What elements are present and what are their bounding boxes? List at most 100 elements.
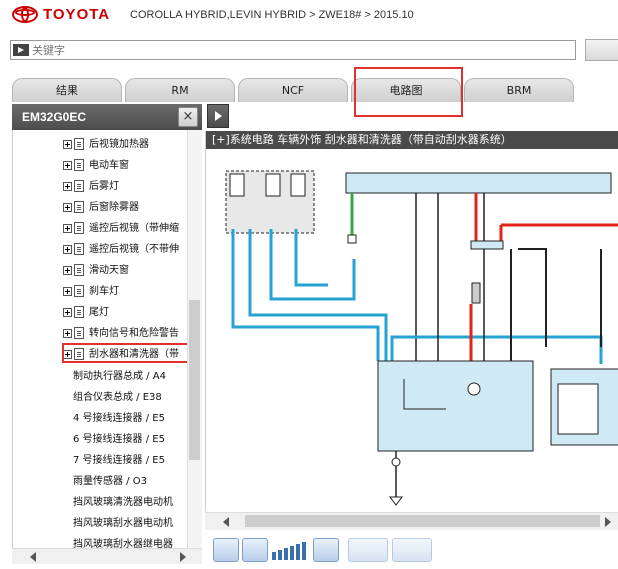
tab-results[interactable]: 结果	[12, 78, 122, 102]
tree-item[interactable]: 电动车窗	[63, 157, 202, 175]
expand-icon[interactable]	[63, 308, 72, 317]
ground-icon	[389, 496, 403, 506]
wire-blue	[231, 229, 380, 361]
expand-icon[interactable]	[63, 161, 72, 170]
tree-item[interactable]: 后雾灯	[63, 178, 202, 196]
expand-icon[interactable]	[63, 203, 72, 212]
search-row	[0, 36, 618, 66]
fuse-icon	[229, 173, 245, 197]
tree-horizontal-scrollbar[interactable]	[12, 548, 202, 564]
left-panel-title: EM32G0EC	[12, 104, 202, 130]
search-arrow-icon	[13, 44, 29, 56]
document-icon	[74, 285, 84, 297]
navigation-tree: 后视镜加热器 电动车窗 后雾灯 后窗除雾器 遥控后视镜（带伸缩 遥控后视镜（不带…	[12, 130, 202, 548]
connector-icon	[391, 457, 401, 467]
wire-black	[403, 379, 446, 410]
header: TOYOTA COROLLA HYBRID,LEVIN HYBRID > ZWE…	[0, 0, 618, 30]
toyota-logo: TOYOTA	[12, 6, 110, 23]
connector-icon	[471, 282, 481, 304]
search-box[interactable]	[10, 40, 576, 60]
tab-rm[interactable]: RM	[125, 78, 235, 102]
expand-icon[interactable]	[63, 266, 72, 275]
document-icon	[74, 222, 84, 234]
tree-item[interactable]: 遥控后视镜（带伸缩	[63, 220, 202, 238]
tab-wiring-diagram[interactable]: 电路图	[351, 78, 461, 102]
diagram-toolbar	[205, 530, 618, 569]
scroll-left-icon[interactable]	[223, 517, 229, 527]
motor-icon	[467, 382, 481, 396]
list-item[interactable]: 组合仪表总成 / E38	[73, 392, 162, 403]
tree-item[interactable]: 转向信号和危险警告	[63, 325, 202, 343]
document-icon	[74, 243, 84, 255]
expand-icon[interactable]	[63, 287, 72, 296]
tree-item[interactable]: 遥控后视镜（不带伸	[63, 241, 202, 259]
tree-item[interactable]: 后窗除雾器	[63, 199, 202, 217]
wire-black	[518, 248, 547, 347]
document-icon	[74, 180, 84, 192]
panel-toggle-button[interactable]	[207, 104, 229, 128]
list-item[interactable]: 挡风玻璃刮水器继电器	[73, 539, 173, 548]
document-icon	[74, 327, 84, 339]
toyota-emblem-icon	[12, 6, 38, 23]
zoom-level-bar	[302, 542, 306, 560]
zoom-level-bar	[296, 544, 300, 560]
wiper-motor-unit	[377, 360, 534, 452]
wiring-diagram-viewer[interactable]: [+]系统电路 车辆外饰 刮水器和清洗器（带自动刮水器系统）	[205, 131, 618, 511]
search-button[interactable]	[585, 39, 618, 61]
zoom-level-bar	[278, 550, 282, 560]
tab-ncf[interactable]: NCF	[238, 78, 348, 102]
tab-bar: 结果 RM NCF 电路图 BRM	[0, 66, 618, 102]
expand-icon[interactable]	[63, 245, 72, 254]
list-item[interactable]: 挡风玻璃刮水器电动机	[73, 518, 173, 529]
document-icon	[74, 264, 84, 276]
list-item[interactable]: 雨量传感器 / O3	[73, 476, 147, 487]
tree-item[interactable]: 后视镜加热器	[63, 136, 202, 154]
list-item[interactable]: 4 号接线连接器 / E5	[73, 413, 165, 424]
wiring-diagram-canvas[interactable]	[206, 149, 618, 511]
wire-blue	[269, 229, 356, 301]
wire-blue	[390, 335, 603, 364]
highlight-box-tab	[354, 67, 463, 117]
list-item[interactable]: 挡风玻璃清洗器电动机	[73, 497, 173, 508]
expand-icon[interactable]	[63, 182, 72, 191]
double-left-icon[interactable]	[348, 538, 388, 562]
list-item[interactable]: 7 号接线连接器 / E5	[73, 455, 165, 466]
connector-icon	[470, 240, 504, 250]
wire-blue	[294, 229, 328, 287]
tab-brm[interactable]: BRM	[464, 78, 574, 102]
document-icon	[74, 348, 84, 360]
tree-item[interactable]: 尾灯	[63, 304, 202, 322]
list-item[interactable]: 6 号接线连接器 / E5	[73, 434, 165, 445]
zoom-in-icon[interactable]	[313, 538, 339, 562]
zoom-out-icon[interactable]	[242, 538, 268, 562]
scroll-left-icon[interactable]	[30, 552, 36, 562]
expand-icon[interactable]	[63, 140, 72, 149]
highlight-box-tree-item	[62, 343, 195, 363]
scroll-right-icon[interactable]	[605, 517, 611, 527]
diagram-scrollbar-thumb[interactable]	[245, 515, 600, 527]
junction-bar	[345, 172, 612, 194]
tree-item[interactable]: 刹车灯	[63, 283, 202, 301]
expand-icon[interactable]	[63, 224, 72, 233]
expand-icon[interactable]	[63, 329, 72, 338]
zoom-level-bar	[284, 548, 288, 560]
brand-name: TOYOTA	[43, 6, 111, 23]
fuse-icon	[265, 173, 281, 197]
document-icon	[74, 138, 84, 150]
scroll-right-icon[interactable]	[180, 552, 186, 562]
tree-scrollbar-thumb[interactable]	[189, 300, 200, 460]
tree-item-selected[interactable]: 刮水器和清洗器（带	[63, 346, 202, 364]
prev-icon[interactable]	[392, 538, 432, 562]
refresh-icon[interactable]	[213, 538, 239, 562]
document-icon	[74, 306, 84, 318]
sensor-table	[557, 383, 599, 435]
zoom-level-bar	[272, 552, 276, 560]
document-icon	[74, 159, 84, 171]
fuse-icon	[290, 173, 306, 197]
search-input[interactable]	[32, 43, 552, 57]
breadcrumb: COROLLA HYBRID,LEVIN HYBRID > ZWE18# > 2…	[130, 9, 414, 21]
close-icon[interactable]: ×	[178, 107, 198, 127]
tree-item[interactable]: 滑动天窗	[63, 262, 202, 280]
zoom-level-bar	[290, 546, 294, 560]
list-item[interactable]: 制动执行器总成 / A4	[73, 371, 166, 382]
